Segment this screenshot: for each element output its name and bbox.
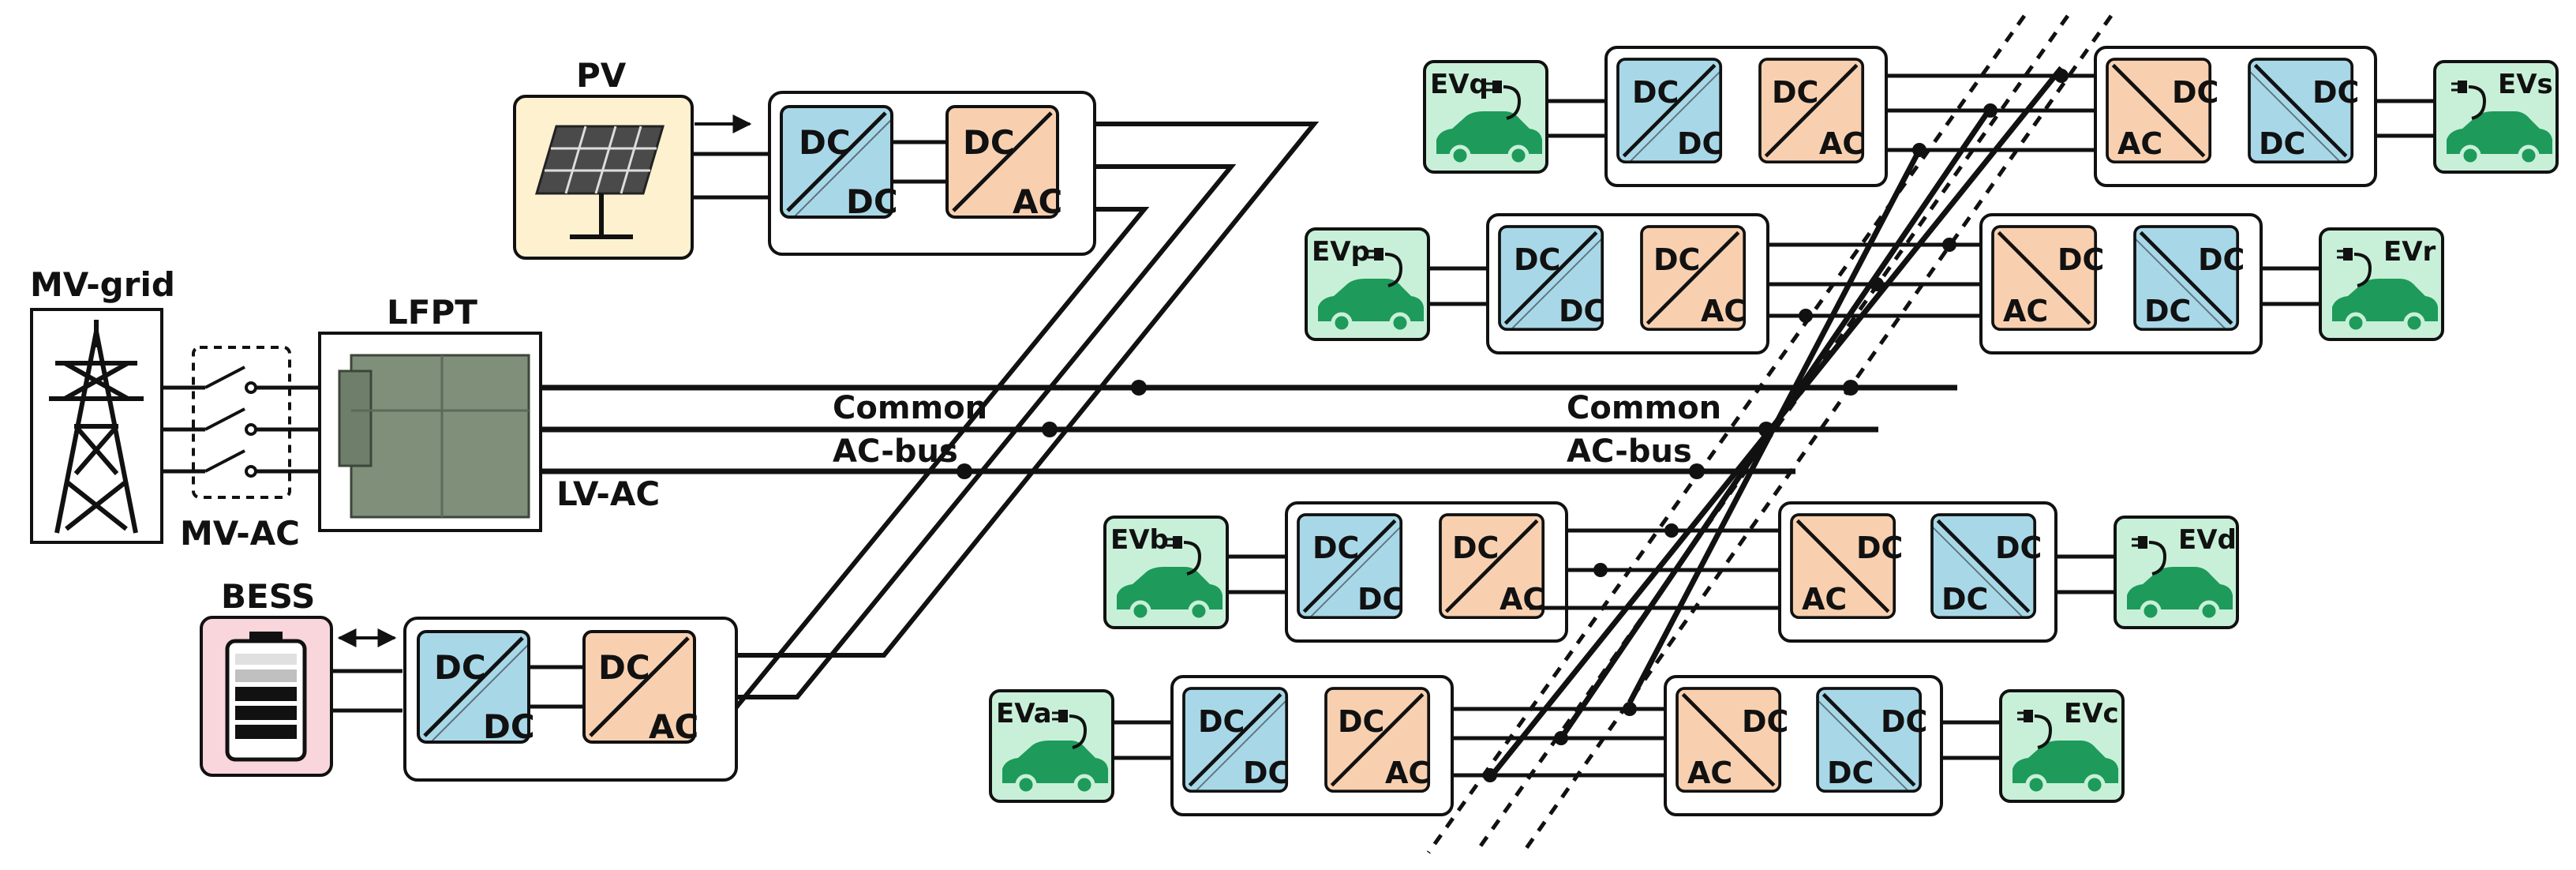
pv-label: PV bbox=[576, 56, 627, 95]
svg-text:DC: DC bbox=[483, 707, 535, 746]
common-ac-bus bbox=[529, 384, 1957, 474]
mv-grid-block: MV-grid bbox=[30, 265, 175, 544]
transformer-icon bbox=[338, 354, 530, 519]
mv-breaker: MV-AC bbox=[180, 346, 300, 553]
svg-text:DC: DC bbox=[1772, 75, 1818, 110]
ev-c-label: EVc bbox=[2064, 698, 2119, 729]
svg-text:AC: AC bbox=[1802, 582, 1847, 617]
svg-text:AC: AC bbox=[1013, 182, 1062, 221]
dashed-boundary bbox=[1426, 14, 2114, 854]
ev-d-label: EVd bbox=[2178, 524, 2237, 556]
svg-text:DC: DC bbox=[1995, 531, 2042, 565]
svg-text:AC: AC bbox=[1701, 294, 1746, 328]
svg-text:DC: DC bbox=[1312, 531, 1359, 565]
ev-row-r-right: DC AC DC DC EVr bbox=[1806, 213, 2444, 354]
ev-row-d-right: DC AC DC DC EVd bbox=[1530, 501, 2239, 643]
svg-text:DC: DC bbox=[2057, 242, 2104, 277]
ev-s-label: EVs bbox=[2498, 69, 2553, 100]
transmission-tower-icon bbox=[49, 320, 144, 534]
lfpt-transformer-block: LFPT LV-AC bbox=[318, 293, 660, 532]
svg-text:DC: DC bbox=[1653, 242, 1700, 277]
lv-ac-label: LV-AC bbox=[556, 474, 660, 513]
svg-text:DC: DC bbox=[2144, 294, 2191, 328]
svg-text:DC: DC bbox=[1677, 126, 1724, 161]
ev-row-p-left: EVp DC DC DC AC bbox=[1305, 213, 1949, 354]
svg-text:DC: DC bbox=[2259, 126, 2305, 161]
bess-block: BESS bbox=[200, 577, 402, 777]
ev-row-a-left: EVa DC DC DC AC bbox=[989, 675, 1630, 816]
svg-text:DC: DC bbox=[2198, 242, 2245, 277]
ev-row-q-left: EVq DC DC DC AC bbox=[1423, 46, 2061, 187]
svg-text:AC: AC bbox=[1385, 756, 1430, 790]
svg-text:AC: AC bbox=[2003, 294, 2048, 328]
svg-text:DC: DC bbox=[1338, 704, 1384, 739]
solar-panel-icon bbox=[534, 125, 665, 239]
ev-q-label: EVq bbox=[1430, 69, 1488, 100]
pv-block: PV bbox=[513, 56, 769, 260]
ac-bus-label-right: AC-bus bbox=[1567, 433, 1692, 470]
switch-icon bbox=[204, 366, 257, 478]
ev-row-b-left: EVb DC DC DC AC bbox=[1103, 501, 1672, 643]
ev-row-s-right: DC AC DC DC EVs bbox=[1919, 46, 2559, 187]
ev-p-label: EVp bbox=[1312, 236, 1370, 268]
svg-text:AC: AC bbox=[1687, 756, 1732, 790]
ac-bus-label-left: AC-bus bbox=[833, 433, 958, 470]
svg-text:DC: DC bbox=[1514, 242, 1560, 277]
svg-text:DC: DC bbox=[1941, 582, 1988, 617]
svg-text:DC: DC bbox=[598, 648, 650, 687]
ev-r-label: EVr bbox=[2383, 236, 2436, 268]
svg-text:AC: AC bbox=[1819, 126, 1864, 161]
bess-converter-unit: DC DC DC AC bbox=[403, 617, 738, 782]
svg-text:DC: DC bbox=[799, 123, 851, 162]
svg-text:DC: DC bbox=[1243, 756, 1290, 790]
svg-text:AC: AC bbox=[1500, 582, 1544, 617]
ev-b-label: EVb bbox=[1110, 524, 1169, 556]
svg-text:DC: DC bbox=[963, 123, 1015, 162]
mv-grid-label: MV-grid bbox=[30, 265, 175, 304]
svg-text:DC: DC bbox=[1742, 704, 1788, 739]
svg-text:DC: DC bbox=[1632, 75, 1679, 110]
svg-text:DC: DC bbox=[846, 182, 898, 221]
bess-label: BESS bbox=[221, 577, 315, 616]
common-bus-label-left: Common bbox=[833, 390, 987, 426]
svg-text:AC: AC bbox=[2117, 126, 2162, 161]
battery-icon bbox=[225, 632, 307, 762]
ev-a-label: EVa bbox=[996, 698, 1052, 729]
svg-text:DC: DC bbox=[1198, 704, 1245, 739]
svg-text:DC: DC bbox=[2172, 75, 2218, 110]
svg-text:DC: DC bbox=[434, 648, 486, 687]
common-bus-label-right: Common bbox=[1567, 390, 1721, 426]
svg-text:DC: DC bbox=[1357, 582, 1404, 617]
ev-diagonal-bus bbox=[1488, 66, 2064, 780]
svg-text:DC: DC bbox=[1856, 531, 1903, 565]
pv-converter-unit: DC DC DC AC bbox=[768, 91, 1096, 256]
mv-ac-label: MV-AC bbox=[180, 514, 300, 553]
svg-text:DC: DC bbox=[1559, 294, 1605, 328]
svg-text:DC: DC bbox=[2312, 75, 2359, 110]
svg-text:DC: DC bbox=[1881, 704, 1927, 739]
ev-row-c-right: DC AC DC DC EVc bbox=[1490, 675, 2125, 816]
lfpt-label: LFPT bbox=[387, 293, 477, 332]
svg-text:DC: DC bbox=[1452, 531, 1499, 565]
svg-text:AC: AC bbox=[649, 707, 698, 746]
svg-text:DC: DC bbox=[1827, 756, 1874, 790]
mv-lines bbox=[162, 385, 320, 474]
